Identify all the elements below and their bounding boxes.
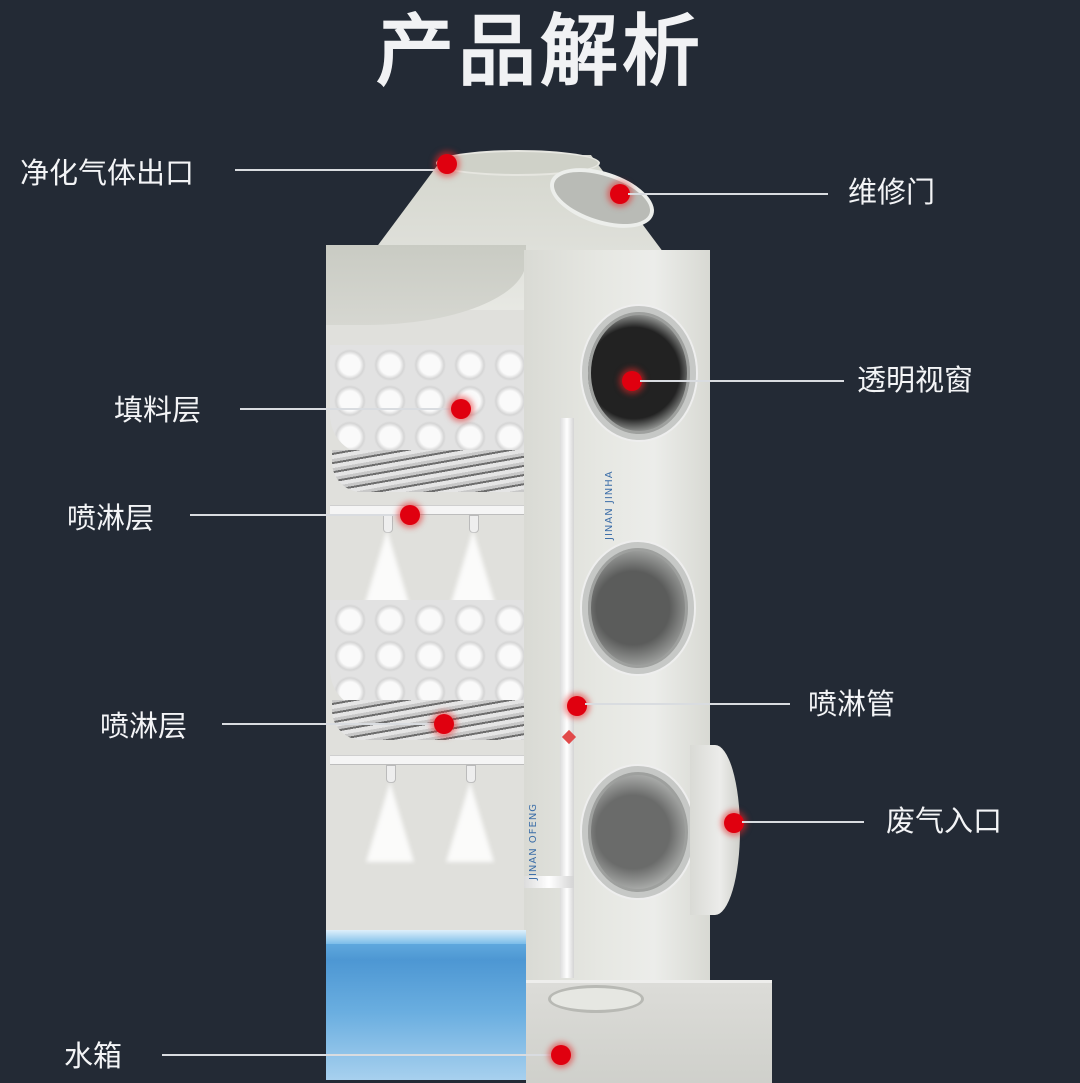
tower-print-lower: JINAN OFENG (528, 802, 539, 880)
viewing-window-bottom (582, 766, 694, 898)
callout-label-packing-layer: 填料层 (114, 393, 202, 427)
leader-line (585, 703, 790, 705)
callout-label-spray-pipe: 喷淋管 (808, 687, 896, 721)
callout-label-maintenance-door: 维修门 (848, 175, 936, 209)
marker-dot (567, 696, 587, 716)
packing-media-upper (330, 345, 524, 455)
pump-box-opening (548, 985, 644, 1013)
marker-dot (724, 813, 744, 833)
vertical-spray-pipe (560, 418, 574, 978)
leader-line (742, 821, 864, 823)
marker-dot (451, 399, 471, 419)
leader-line (628, 193, 828, 195)
support-grate-lower (332, 700, 524, 740)
leader-line (235, 169, 440, 171)
leader-line (240, 408, 450, 410)
leader-line (190, 514, 400, 516)
marker-dot (437, 154, 457, 174)
marker-dot (400, 505, 420, 525)
spray-bar-lower (330, 755, 524, 765)
water-spray (366, 782, 414, 862)
callout-label-water-tank: 水箱 (64, 1039, 123, 1073)
marker-dot (610, 184, 630, 204)
nozzle (386, 765, 396, 783)
leader-line (222, 723, 436, 725)
water-spray (449, 530, 497, 610)
marker-dot (434, 714, 454, 734)
callout-label-purified-gas-outlet: 净化气体出口 (20, 156, 195, 190)
water-surface (326, 930, 526, 944)
leader-line (162, 1054, 552, 1056)
viewing-window-middle (582, 542, 694, 674)
callout-label-spray-layer-upper: 喷淋层 (67, 501, 155, 535)
support-grate-upper (332, 450, 524, 492)
page-title: 产品解析 (375, 7, 704, 97)
callout-label-spray-layer-lower: 喷淋层 (100, 709, 188, 743)
callout-label-transparent-window: 透明视窗 (857, 363, 974, 397)
spray-bar-upper (330, 505, 524, 515)
nozzle (466, 765, 476, 783)
marker-dot (551, 1045, 571, 1065)
callout-label-exhaust-inlet: 废气入口 (886, 804, 1003, 838)
water-spray (446, 782, 494, 862)
packing-media-lower (330, 600, 524, 710)
water-spray (363, 530, 411, 610)
tower-print-upper: JINAN JINHA (604, 470, 615, 540)
water-reservoir (326, 930, 526, 1080)
marker-dot (622, 371, 642, 391)
leader-line (640, 380, 844, 382)
pipe-tee-horizontal (524, 876, 574, 888)
